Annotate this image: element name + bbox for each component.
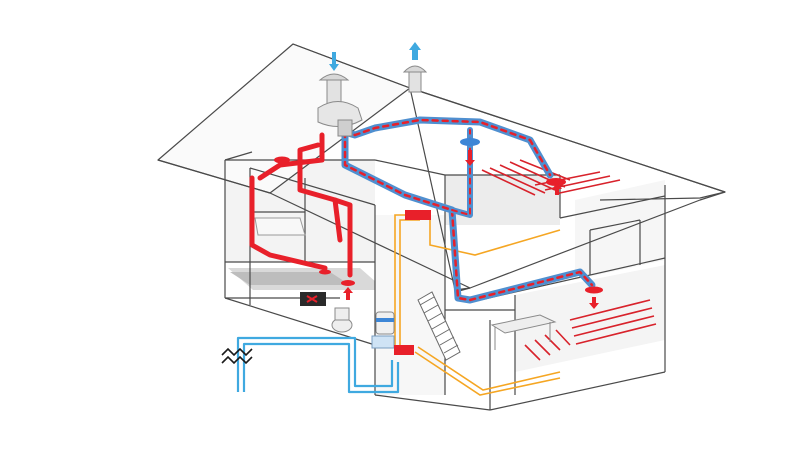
arrow-down-icon: [329, 52, 339, 71]
return-vent-right-room: [585, 286, 603, 294]
ground-wave-line: [221, 355, 253, 365]
right-lower-room: [515, 265, 665, 372]
stair-step: [419, 296, 435, 306]
equipment: [254, 210, 557, 355]
attic-floor-mid: [374, 159, 446, 176]
right-upper-floor: [559, 195, 666, 219]
floor-heating-right: [524, 299, 657, 361]
boiler-unit: [394, 345, 414, 355]
hrv-outlet: [337, 119, 353, 137]
middle-room: [375, 215, 445, 395]
supply-duct-upper-loop: [297, 142, 343, 243]
stair-step: [443, 344, 459, 354]
exhaust-vent-cap: [402, 65, 428, 73]
supply-vent-attic-right: [546, 178, 566, 186]
front-wall-top: [249, 167, 376, 206]
bed: [254, 217, 306, 236]
supply-vent-lower: [341, 280, 355, 286]
hot-water-pipe-3: [414, 351, 561, 396]
roof-ridge: [292, 43, 411, 89]
ground-loop-pipe-outer: [236, 336, 394, 392]
ground-wave-line: [221, 347, 253, 357]
arrow-up-icon: [343, 287, 353, 300]
floor-heating-loop-right: [524, 299, 657, 361]
return-duct-main-stripe: [343, 130, 594, 302]
manifold-upper: [405, 210, 431, 220]
intake-vent-cap: [318, 73, 350, 81]
return-ducts: [341, 116, 596, 304]
heat-exchanger-box: [371, 335, 395, 349]
toilet-tank: [334, 307, 350, 321]
arrow-down-icon: [465, 150, 475, 166]
supply-duct-mid: [332, 197, 353, 278]
stair-step: [435, 328, 451, 338]
arrow-up-icon: [409, 42, 421, 60]
return-vent-attic: [460, 138, 480, 146]
staircase: [417, 291, 461, 361]
base-right: [489, 371, 666, 411]
room-fills: [225, 160, 665, 395]
roof-eave-right: [409, 87, 726, 193]
attic-right-wall: [445, 175, 560, 225]
water-tank-band: [376, 318, 394, 322]
stair-step: [423, 304, 439, 314]
stair-step: [427, 312, 443, 322]
stair-stringer: [417, 291, 461, 361]
arrow-up-icon: [552, 183, 562, 195]
heat-recovery-ventilator: [317, 101, 363, 137]
ground-wave-icon: [221, 347, 253, 365]
exhaust-vent-pipe: [408, 71, 422, 93]
supply-vent-upper-left: [274, 156, 290, 164]
table-top: [490, 314, 557, 334]
water-tank: [375, 311, 395, 335]
heat-pump-fan-icon: [306, 295, 318, 303]
left-top: [224, 151, 253, 161]
stair-step: [431, 320, 447, 330]
hot-water-pipe-4: [417, 346, 561, 391]
flow-arrows: [343, 150, 599, 309]
return-duct-attic-stripe: [343, 118, 552, 177]
stair-step: [439, 336, 455, 346]
base-line: [374, 394, 491, 411]
window-sill: [589, 219, 641, 231]
air-terminals: [274, 138, 603, 294]
lower-left-dark-floor: [230, 272, 350, 285]
supply-ducts: [249, 132, 353, 278]
vent-small-mid: [319, 269, 331, 275]
roof-right-front: [599, 191, 726, 201]
arrow-down-icon: [589, 297, 599, 309]
supply-duct-down: [249, 175, 328, 271]
